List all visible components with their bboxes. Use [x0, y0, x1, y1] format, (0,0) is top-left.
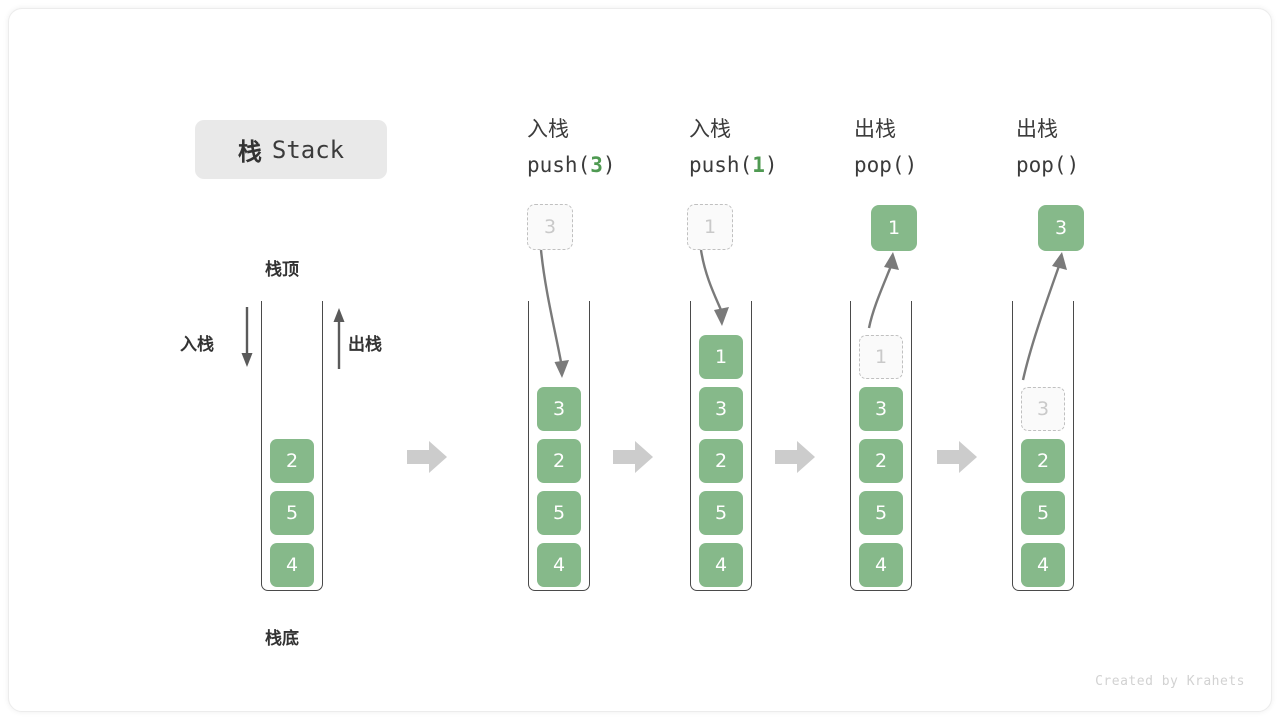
- stack-walls: [850, 301, 912, 591]
- stack-cell: 4: [1021, 543, 1065, 587]
- op-prefix: push(: [527, 153, 591, 177]
- stack-cell: 4: [537, 543, 581, 587]
- step-head-pop-3: 出栈: [1016, 117, 1058, 141]
- push-source-cell: 3: [527, 204, 573, 250]
- stack-cell: 2: [537, 439, 581, 483]
- flow-arrow-icon: [613, 441, 653, 473]
- pop-motion-arrow: [867, 252, 899, 329]
- stack-cell: 2: [270, 439, 314, 483]
- push-direction-arrow: [241, 307, 253, 367]
- stack-cell: 3: [537, 387, 581, 431]
- stack-cell: 5: [537, 491, 581, 535]
- pop-direction-arrow: [333, 308, 345, 369]
- stack-container-pop-1: 4 5 2 3 1: [850, 301, 912, 591]
- step-op-pop-1: pop(): [854, 155, 917, 176]
- stack-bottom-label: 栈底: [265, 629, 299, 649]
- stack-walls: [690, 301, 752, 591]
- stack-cell: 3: [859, 387, 903, 431]
- stack-cell: 2: [859, 439, 903, 483]
- stack-cell: 5: [699, 491, 743, 535]
- push-motion-arrow: [539, 249, 569, 378]
- step-head-push-3: 入栈: [527, 117, 569, 141]
- stack-container-push-1: 4 5 2 3 1: [690, 301, 752, 591]
- op-prefix: push(: [689, 153, 753, 177]
- flow-arrow-icon: [937, 441, 977, 473]
- title-en: Stack: [271, 135, 345, 164]
- stack-cell: 4: [859, 543, 903, 587]
- stack-cell-ghost: 1: [859, 335, 903, 379]
- stack-cell: 5: [859, 491, 903, 535]
- stack-cell: 2: [699, 439, 743, 483]
- step-head-pop-1: 出栈: [854, 117, 896, 141]
- pop-direction-label: 出栈: [348, 335, 382, 355]
- step-op-pop-3: pop(): [1016, 155, 1079, 176]
- op-arg: 1: [752, 153, 765, 177]
- credit-text: Created by Krahets: [1095, 674, 1245, 689]
- op-suffix: ): [1066, 153, 1080, 177]
- stack-cell: 5: [1021, 491, 1065, 535]
- step-op-push-1: push(1): [689, 155, 778, 176]
- op-prefix: pop(: [1016, 153, 1067, 177]
- stack-cell: 3: [699, 387, 743, 431]
- step-op-push-3: push(3): [527, 155, 616, 176]
- stack-container-push-3: 4 5 2 3: [528, 301, 590, 591]
- pop-result-cell: 1: [871, 205, 917, 251]
- flow-arrow-icon: [407, 441, 447, 473]
- stack-cell-ghost: 3: [1021, 387, 1065, 431]
- stack-cell: 4: [270, 543, 314, 587]
- stack-walls: [1012, 301, 1074, 591]
- push-source-cell: 1: [687, 204, 733, 250]
- op-prefix: pop(: [854, 153, 905, 177]
- push-direction-label: 入栈: [180, 335, 214, 355]
- op-arg: 3: [590, 153, 603, 177]
- diagram-title: 栈 Stack: [195, 120, 387, 179]
- op-suffix: ): [764, 153, 778, 177]
- diagram-canvas: 栈 Stack 栈顶 入栈 出栈 4 5 2 栈底 入栈 push(3) 3: [8, 8, 1272, 712]
- flow-arrow-icon: [775, 441, 815, 473]
- stack-cell: 5: [270, 491, 314, 535]
- op-suffix: ): [904, 153, 918, 177]
- pop-result-cell: 3: [1038, 205, 1084, 251]
- push-motion-arrow: [699, 249, 729, 326]
- title-cn: 栈: [237, 138, 263, 166]
- stack-container-pop-3: 4 5 2 3: [1012, 301, 1074, 591]
- stack-walls: [528, 301, 590, 591]
- stack-cell: 2: [1021, 439, 1065, 483]
- initial-stack-container: 4 5 2: [261, 301, 323, 591]
- step-head-push-1: 入栈: [689, 117, 731, 141]
- stack-top-label: 栈顶: [265, 260, 299, 280]
- op-suffix: ): [602, 153, 616, 177]
- stack-walls: [261, 301, 323, 591]
- stack-cell: 4: [699, 543, 743, 587]
- pop-motion-arrow: [1021, 252, 1067, 381]
- stack-cell: 1: [699, 335, 743, 379]
